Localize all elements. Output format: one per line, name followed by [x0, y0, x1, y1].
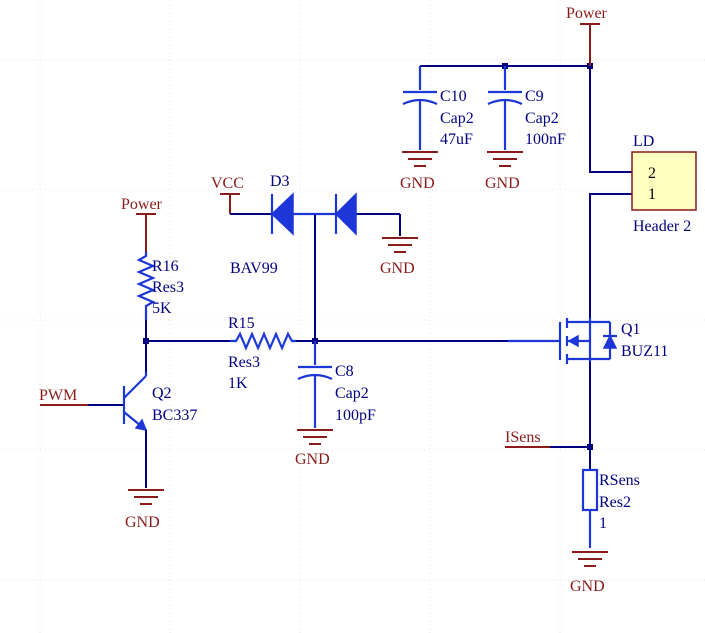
gnd-label: GND: [380, 260, 415, 277]
junction-dot: [143, 338, 149, 344]
vcc-port[interactable]: VCC: [211, 175, 272, 215]
gnd-symbol-c9[interactable]: GND: [485, 151, 523, 192]
c8-designator: C8: [335, 363, 354, 380]
c9-value: 100nF: [525, 131, 566, 148]
q1-type: BUZ11: [621, 343, 668, 360]
power-port-left-label: Power: [121, 196, 163, 213]
wire-power-to-ld: [589, 66, 632, 173]
gnd-symbol-rsens[interactable]: GND: [570, 551, 608, 595]
r16-type: Res3: [152, 279, 184, 296]
q2-type: BC337: [152, 407, 197, 424]
r15-value: 1K: [228, 375, 248, 392]
c8-value: 100pF: [335, 407, 376, 424]
gnd-label: GND: [570, 578, 605, 595]
ld-pin1-label: 1: [648, 186, 656, 203]
rsens-body: [581, 468, 599, 512]
gnd-symbol-c8[interactable]: GND: [295, 429, 333, 468]
rsens-value: 1: [599, 515, 607, 532]
c10-value: 47uF: [440, 131, 473, 148]
gnd-label: GND: [400, 175, 435, 192]
transistor-q1[interactable]: Q1 BUZ11: [508, 318, 668, 364]
rsens-designator: RSens: [599, 472, 640, 489]
capacitor-c8[interactable]: C8 Cap2 100pF: [297, 341, 376, 428]
gnd-symbol-d3[interactable]: GND: [380, 237, 418, 277]
gnd-symbol-q2[interactable]: GND: [125, 489, 164, 531]
gnd-label: GND: [485, 175, 520, 192]
r16-value: 5K: [152, 300, 172, 317]
gnd-symbol-c10[interactable]: GND: [400, 151, 438, 192]
resistor-rsens[interactable]: RSens Res2 1: [581, 468, 640, 548]
power-port-top[interactable]: Power: [566, 5, 608, 66]
capacitor-c10[interactable]: C10 Cap2 47uF: [402, 66, 474, 150]
power-port-top-label: Power: [566, 5, 608, 22]
pwm-port-label: PWM: [39, 387, 77, 404]
isens-port-label: ISens: [505, 429, 541, 446]
gnd-label: GND: [125, 514, 160, 531]
wire-ld-to-drain: [589, 193, 632, 318]
c9-designator: C9: [525, 88, 544, 105]
transistor-q2[interactable]: Q2 BC337: [122, 372, 197, 488]
r15-designator: R15: [228, 315, 255, 332]
header-ld[interactable]: LD 2 1 Header 2: [631, 133, 697, 235]
pwm-port[interactable]: PWM: [39, 387, 88, 406]
r16-designator: R16: [152, 258, 179, 275]
junction-dot: [587, 444, 593, 450]
gnd-label: GND: [295, 451, 330, 468]
diode-d3[interactable]: D3 BAV99: [230, 173, 357, 277]
header-body: [631, 151, 697, 211]
ld-designator: LD: [633, 133, 654, 150]
c10-designator: C10: [440, 88, 467, 105]
resistor-r15[interactable]: R15 Res3 1K: [228, 315, 296, 392]
resistor-r16[interactable]: R16 Res3 5K: [136, 252, 184, 320]
rsens-type: Res2: [599, 494, 631, 511]
r15-type: Res3: [228, 354, 260, 371]
isens-port[interactable]: ISens: [505, 429, 550, 448]
c10-type: Cap2: [440, 110, 474, 127]
c8-type: Cap2: [335, 385, 369, 402]
ld-pin2-label: 2: [648, 165, 656, 182]
power-port-left[interactable]: Power: [121, 196, 163, 252]
capacitor-c9[interactable]: C9 Cap2 100nF: [487, 66, 566, 150]
q2-designator: Q2: [152, 385, 172, 402]
ld-type: Header 2: [633, 218, 691, 235]
d3-designator: D3: [270, 173, 290, 190]
d3-type: BAV99: [230, 260, 278, 277]
q1-designator: Q1: [621, 321, 641, 338]
vcc-port-label: VCC: [211, 175, 244, 192]
wires: [88, 65, 632, 470]
c9-type: Cap2: [525, 110, 559, 127]
